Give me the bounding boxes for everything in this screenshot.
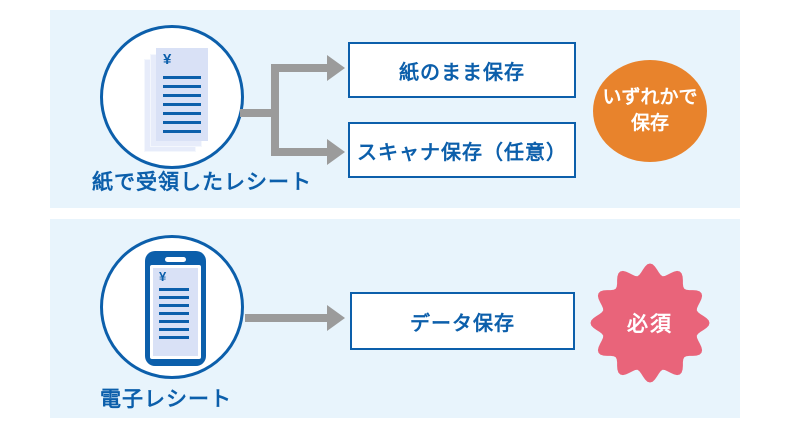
arrowhead-paper-storage	[327, 55, 345, 81]
receipt-text-line	[163, 112, 201, 115]
smartphone-screen: ¥	[150, 265, 201, 359]
either-storage-badge-line1: いずれかで	[602, 87, 698, 109]
data-storage-box: データ保存	[350, 292, 575, 350]
smartphone-receipt-icon: ¥	[100, 235, 244, 379]
paper-receipt-icon: ¥	[100, 25, 244, 169]
paper-storage-label: 紙のまま保存	[399, 61, 525, 84]
arrow-branch-bar	[271, 64, 279, 156]
arrow-to-scanner-storage	[271, 148, 327, 156]
required-badge-label: 必須	[627, 313, 673, 336]
arrow-to-data-storage	[245, 314, 327, 322]
data-storage-label: データ保存	[410, 312, 515, 335]
either-storage-badge: いずれかで 保存	[593, 60, 707, 162]
arrowhead-data-storage	[327, 305, 345, 331]
scanner-storage-label: スキャナ保存（任意）	[357, 141, 567, 164]
receipt-text-line	[159, 328, 189, 331]
receipt-text-line	[159, 320, 189, 323]
receipt-text-line	[159, 336, 189, 339]
arrow-stem	[240, 109, 279, 117]
yen-symbol: ¥	[163, 51, 172, 68]
electronic-receipt-label: 電子レシート	[100, 388, 232, 411]
receipt-text-line	[159, 288, 189, 291]
receipt-sheet-front: ¥	[156, 48, 208, 141]
scanner-storage-box: スキャナ保存（任意）	[348, 122, 576, 178]
smartphone-body: ¥	[145, 251, 206, 366]
receipt-text-line	[163, 76, 201, 79]
receipt-text-line	[159, 312, 189, 315]
smartphone-receipt: ¥	[153, 268, 198, 356]
receipt-text-line	[163, 103, 201, 106]
required-badge: 必須	[588, 261, 712, 385]
arrow-to-paper-storage	[271, 64, 327, 72]
receipt-text-line	[163, 130, 201, 133]
scalloped-seal-shape	[590, 263, 710, 383]
receipt-text-line	[163, 85, 201, 88]
smartphone-speaker	[165, 257, 186, 262]
yen-symbol: ¥	[159, 269, 167, 284]
receipt-text-line	[159, 304, 189, 307]
receipt-text-line	[159, 296, 189, 299]
paper-storage-box: 紙のまま保存	[348, 42, 576, 98]
either-storage-badge-line2: 保存	[630, 113, 669, 134]
arrowhead-scanner-storage	[327, 139, 345, 165]
scalloped-seal-path	[590, 263, 710, 383]
paper-receipt-label: 紙で受領したレシート	[92, 171, 312, 194]
receipt-text-line	[163, 121, 201, 124]
receipt-text-line	[163, 94, 201, 97]
